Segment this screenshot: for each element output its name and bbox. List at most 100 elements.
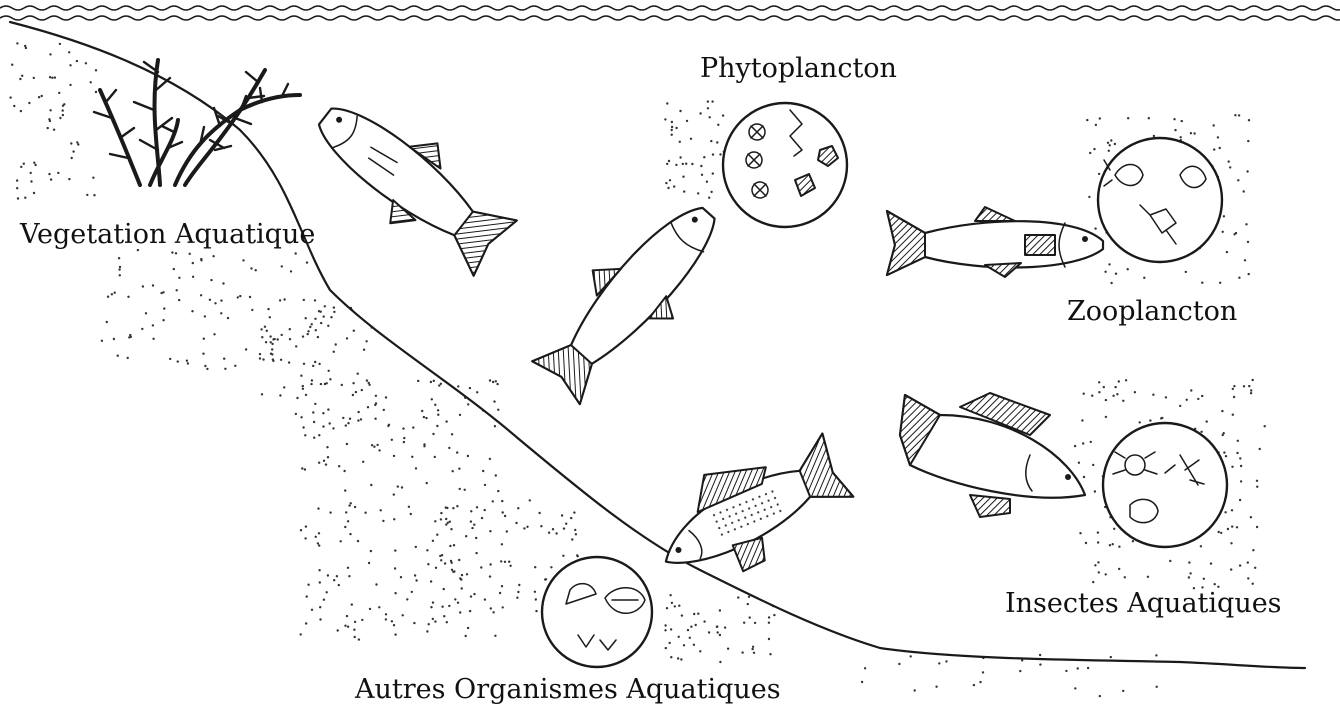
stipple-dot [666, 163, 668, 165]
stipple-dot [47, 127, 49, 129]
stipple-dot [752, 646, 754, 648]
stipple-dot [348, 504, 350, 506]
stipple-dot [9, 96, 11, 98]
stipple-dot [305, 622, 307, 624]
stipple-dot [432, 433, 434, 435]
stipple-dot [279, 299, 281, 301]
perch-fish [900, 393, 1085, 517]
stipple-dot [77, 143, 79, 145]
stipple-dot [269, 316, 271, 318]
stipple-dot [749, 616, 751, 618]
stipple-dot [414, 574, 416, 576]
stipple-dot [346, 615, 348, 617]
stipple-dot [411, 456, 413, 458]
stipple-dot [431, 398, 433, 400]
stipple-dot [458, 559, 460, 561]
stipple-dot [385, 618, 387, 620]
stipple-dot [362, 461, 364, 463]
stipple-dot [1091, 395, 1093, 397]
stipple-dot [49, 109, 51, 111]
stipple-dot [313, 421, 315, 423]
stipple-dot [685, 163, 687, 165]
stipple-dot [690, 626, 692, 628]
stipple-dot [671, 126, 673, 128]
stipple-dot [192, 276, 194, 278]
stipple-dot [63, 103, 65, 105]
stipple-dot [1231, 509, 1233, 511]
stipple-dot [1095, 124, 1097, 126]
stipple-dot [178, 277, 180, 279]
stipple-dot [152, 338, 154, 340]
stipple-dot [489, 563, 491, 565]
stipple-dot [1214, 583, 1216, 585]
stipple-dot [693, 613, 695, 615]
stipple-dot [492, 381, 494, 383]
stipple-dot [708, 197, 710, 199]
stipple-dot [1082, 442, 1084, 444]
stipple-dot [367, 406, 369, 408]
stipple-dot [306, 261, 308, 263]
stipple-dot [237, 296, 239, 298]
stipple-dot [1256, 486, 1258, 488]
stipple-dot [565, 523, 567, 525]
stipple-dot [70, 142, 72, 144]
stipple-dot [1239, 564, 1241, 566]
stipple-dot [213, 333, 215, 335]
stipple-dot [364, 512, 366, 514]
stipple-dot [768, 616, 770, 618]
stipple-dot [267, 308, 269, 310]
stipple-dot [346, 443, 348, 445]
stipple-dot [544, 578, 546, 580]
stipple-dot [374, 418, 376, 420]
stipple-dot [1099, 695, 1101, 697]
stipple-dot [354, 636, 356, 638]
stipple-dot [68, 178, 70, 180]
stipple-dot [1039, 654, 1041, 656]
stipple-dot [346, 337, 348, 339]
stipple-dot [1247, 140, 1249, 142]
stipple-dot [178, 299, 180, 301]
stipple-dot [666, 102, 668, 104]
stipple-dot [467, 403, 469, 405]
stipple-dot [304, 434, 306, 436]
stipple-dot [724, 626, 726, 628]
stipple-dot [307, 584, 309, 586]
stipple-dot [470, 510, 472, 512]
stipple-dot [548, 532, 550, 534]
stipple-dot [357, 411, 359, 413]
water-surface [0, 6, 1340, 20]
stipple-dot [664, 118, 666, 120]
stipple-dot [288, 361, 290, 363]
stipple-dot [260, 328, 262, 330]
stipple-dot [324, 383, 326, 385]
stipple-dot [1226, 251, 1228, 253]
stipple-dot [689, 637, 691, 639]
stipple-dot [691, 163, 693, 165]
stipple-dot [430, 580, 432, 582]
stipple-dot [214, 302, 216, 304]
stipple-dot [434, 456, 436, 458]
stipple-dot [393, 518, 395, 520]
stipple-dot [49, 76, 51, 78]
stipple-dot [311, 323, 313, 325]
other-organisms-circle [542, 557, 652, 667]
stipple-dot [1132, 540, 1134, 542]
stipple-dot [338, 584, 340, 586]
stipple-dot [1222, 231, 1224, 233]
stipple-dot [1116, 393, 1118, 395]
stipple-dot [1232, 414, 1234, 416]
stipple-dot [72, 150, 74, 152]
stipple-dot [410, 513, 412, 515]
stipple-dot [281, 334, 283, 336]
stipple-dot [538, 512, 540, 514]
vegetation-label: Vegetation Aquatique [19, 219, 315, 250]
stipple-dot [345, 424, 347, 426]
stipple-dot [302, 335, 304, 337]
stipple-dot [1231, 525, 1233, 527]
stipple-dot [703, 156, 705, 158]
stipple-dot [266, 330, 268, 332]
stipple-dot [314, 318, 316, 320]
stipple-dot [741, 651, 743, 653]
stipple-dot [264, 326, 266, 328]
